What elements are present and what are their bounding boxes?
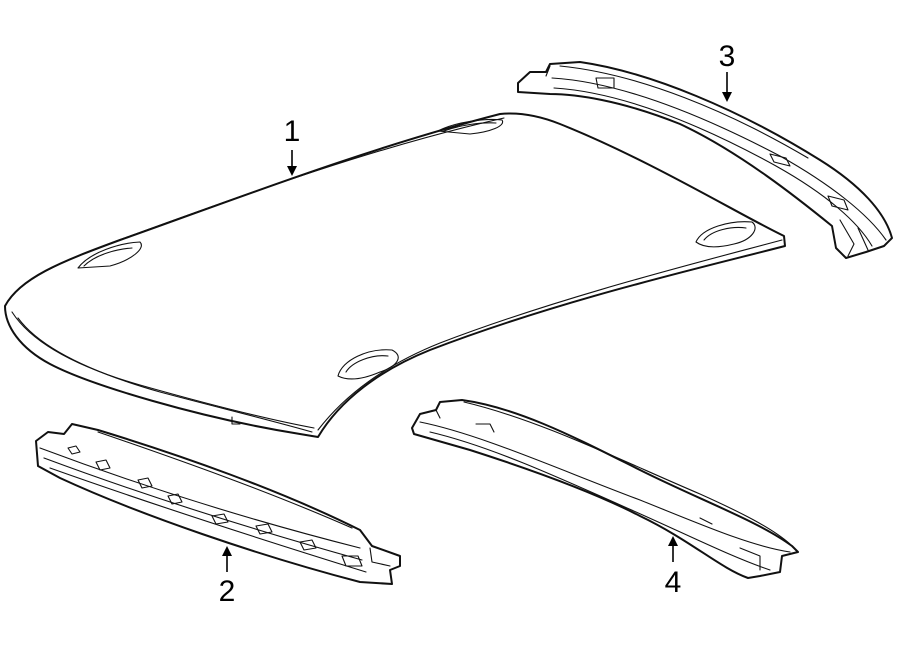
arrowhead-3 — [722, 92, 732, 102]
callout-label-4: 4 — [665, 566, 682, 599]
roof-bow — [411, 399, 799, 579]
callout-4: 4 — [665, 536, 682, 599]
arrowhead-1 — [287, 166, 297, 176]
callout-3: 3 — [719, 40, 736, 102]
callout-label-2: 2 — [219, 575, 236, 608]
callout-label-1: 1 — [284, 115, 301, 148]
arrowhead-4 — [668, 536, 678, 546]
arrowhead-2 — [222, 546, 232, 556]
front-header-rail — [35, 423, 401, 585]
callout-2: 2 — [219, 546, 236, 608]
roof-panel — [4, 112, 786, 438]
rear-header-rail — [517, 61, 893, 259]
callout-label-3: 3 — [719, 40, 736, 73]
callout-1: 1 — [284, 115, 301, 176]
